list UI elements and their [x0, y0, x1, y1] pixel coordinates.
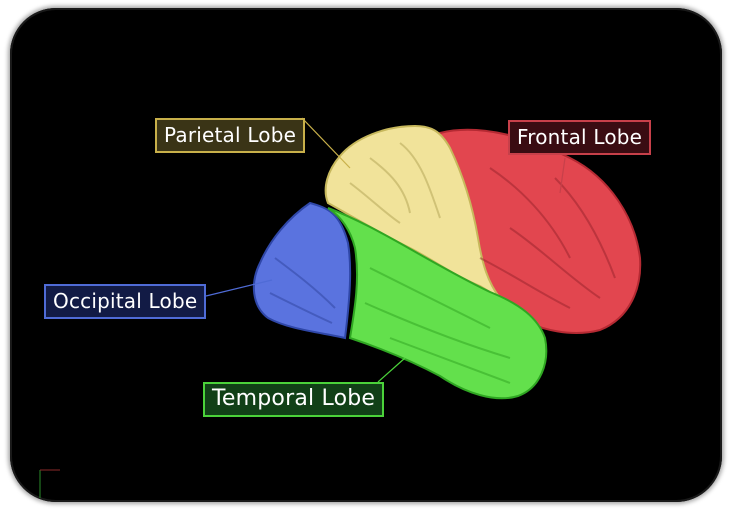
axis-indicator-icon — [38, 466, 62, 500]
occipital-lobe-region — [254, 203, 350, 338]
occipital-lobe-label: Occipital Lobe — [44, 284, 206, 319]
temporal-leader-line — [378, 358, 405, 382]
parietal-leader-line — [302, 118, 350, 168]
parietal-lobe-label: Parietal Lobe — [155, 118, 305, 153]
diagram-frame: Parietal Lobe Frontal Lobe Occipital Lob… — [10, 8, 722, 502]
brain-illustration — [10, 8, 722, 502]
frontal-lobe-label: Frontal Lobe — [508, 120, 651, 155]
temporal-lobe-label: Temporal Lobe — [203, 382, 384, 417]
